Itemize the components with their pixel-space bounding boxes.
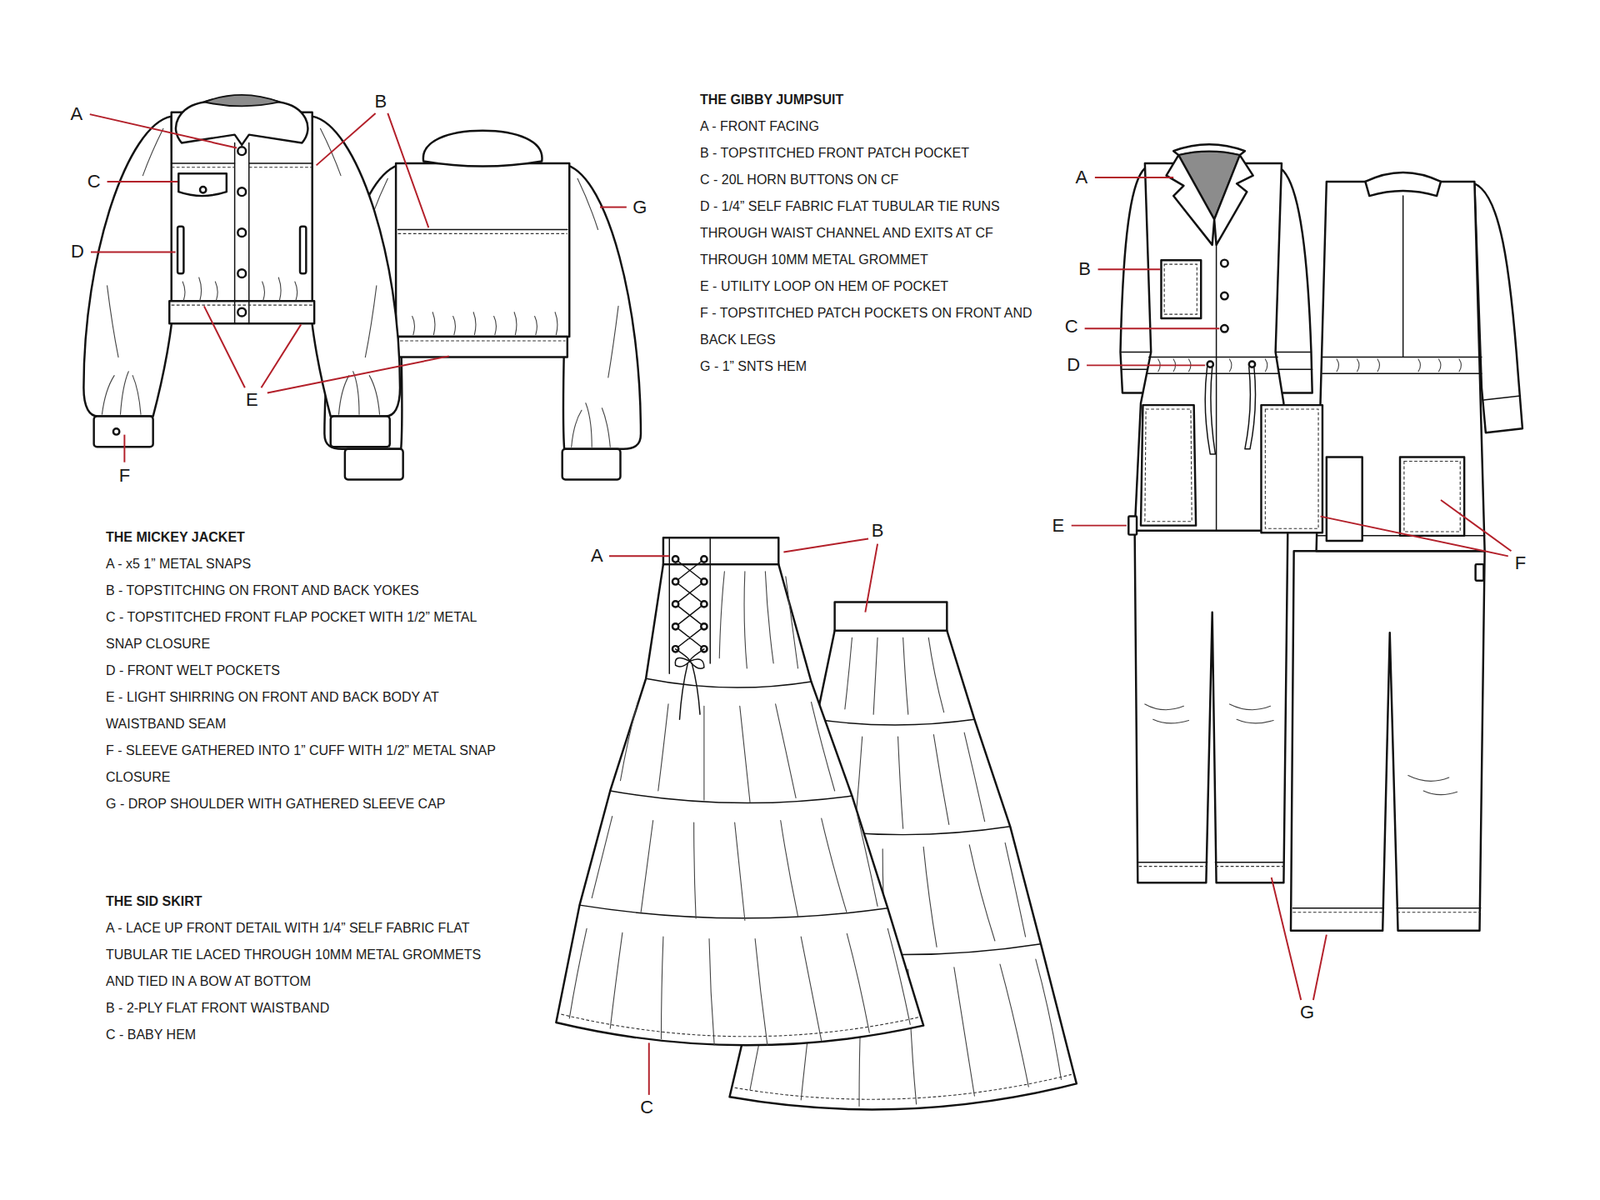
callout-letter: F	[1515, 554, 1526, 573]
callout-holder: G	[1300, 1003, 1315, 1022]
callout-letter: C	[1065, 317, 1079, 336]
spec-notes: THE GIBBY JUMPSUITA - FRONT FACINGB - TO…	[700, 86, 1038, 380]
callout-holder: F	[119, 466, 130, 485]
callout-letter: C	[87, 172, 101, 191]
jumpsuit-front	[1120, 144, 1322, 883]
callout-letter: A	[590, 546, 604, 565]
garment-heading: THE SID SKIRT	[105, 888, 510, 915]
spec-note: F - SLEEVE GATHERED INTO 1” CUFF WITH 1/…	[105, 737, 510, 791]
leader-lines	[90, 113, 1512, 1095]
callout-letter: A	[1075, 168, 1089, 187]
callout-letter: D	[1066, 355, 1080, 375]
spec-note: C - BABY HEM	[105, 1021, 510, 1049]
callout-holder: B	[871, 521, 885, 540]
callout-holder: G	[632, 198, 647, 217]
callout-holder: A	[70, 105, 83, 124]
callout-holder: A	[1075, 168, 1089, 187]
callout-letter: E	[1051, 516, 1065, 535]
callout-holder: D	[70, 242, 85, 261]
spec-note: F - TOPSTITCHED PATCH POCKETS ON FRONT A…	[700, 300, 1038, 354]
spec-note: D - FRONT WELT POCKETS	[105, 657, 510, 685]
spec-note: G - DROP SHOULDER WITH GATHERED SLEEVE C…	[105, 790, 510, 818]
spec-note: A - FRONT FACING	[700, 113, 1038, 140]
callout-holder: E	[245, 390, 259, 410]
spec-notes: THE SID SKIRTA - LACE UP FRONT DETAIL WI…	[105, 888, 510, 1049]
callout-letter: C	[640, 1098, 654, 1117]
spec-note: E - UTILITY LOOP ON HEM OF POCKET	[700, 273, 1038, 300]
callout-holder: E	[1051, 516, 1065, 535]
callout-holder: A	[590, 546, 604, 565]
spec-note: A - LACE UP FRONT DETAIL WITH 1/4” SELF …	[105, 915, 510, 995]
spec-note: C - TOPSTITCHED FRONT FLAP POCKET WITH 1…	[105, 604, 510, 658]
callout-letter: A	[70, 105, 83, 124]
callout-holder: D	[1066, 355, 1080, 375]
callout-letter: F	[119, 466, 130, 485]
callout-holder: B	[374, 92, 387, 111]
callout-holder: C	[640, 1098, 654, 1117]
callout-letter: E	[245, 390, 259, 410]
spec-note: G - 1” SNTS HEM	[700, 353, 1038, 380]
callout-holder: C	[87, 172, 101, 191]
jumpsuit-back	[1290, 172, 1523, 931]
skirt-front	[555, 537, 924, 1045]
callout-letter: B	[1078, 260, 1091, 279]
callout-letter: B	[871, 521, 885, 540]
spec-note: B - 2-PLY FLAT FRONT WAISTBAND	[105, 995, 510, 1022]
jacket-front	[83, 95, 400, 447]
spec-note: A - x5 1” METAL SNAPS	[105, 550, 510, 578]
callout-holder: B	[1078, 260, 1091, 279]
garment-heading: THE GIBBY JUMPSUIT	[700, 86, 1038, 114]
spec-note: C - 20L HORN BUTTONS ON CF	[700, 166, 1038, 194]
spec-note: D - 1/4” SELF FABRIC FLAT TUBULAR TIE RU…	[700, 193, 1038, 274]
callout-letter: G	[632, 198, 647, 217]
callout-letter: D	[70, 242, 85, 261]
callout-holder: C	[1065, 317, 1079, 336]
callout-letter: G	[1300, 1003, 1315, 1022]
garment-heading: THE MICKEY JACKET	[105, 524, 510, 551]
spec-note: E - LIGHT SHIRRING ON FRONT AND BACK BOD…	[105, 684, 510, 738]
spec-notes: THE MICKEY JACKETA - x5 1” METAL SNAPSB …	[105, 524, 510, 818]
spec-note: B - TOPSTITCHED FRONT PATCH POCKET	[700, 140, 1038, 167]
callout-holder: F	[1515, 554, 1526, 573]
spec-note: B - TOPSTITCHING ON FRONT AND BACK YOKES	[105, 577, 510, 605]
callout-letter: B	[374, 92, 387, 111]
